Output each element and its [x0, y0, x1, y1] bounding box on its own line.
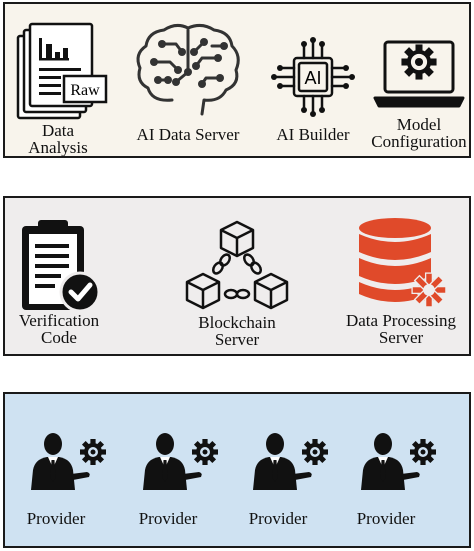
- ai-builder-label: AI Builder: [263, 126, 363, 143]
- item-ai-builder: AI AI Builder: [263, 37, 363, 143]
- model-configuration-label: Model Configuration: [367, 116, 471, 150]
- ai-data-server-label: AI Data Server: [123, 126, 253, 143]
- item-verification-code: Verification Code: [7, 218, 111, 346]
- provider-icon: [249, 430, 329, 494]
- data-analysis-icon: Raw: [16, 22, 108, 120]
- ai-data-server-label-line1: AI Data Server: [136, 125, 240, 144]
- provider-label-3: Provider: [248, 509, 308, 528]
- data-analysis-label-line1: Data: [41, 121, 75, 140]
- item-data-analysis: Raw Data Analysis: [11, 22, 113, 156]
- data-processing-server-label-line2: Server: [378, 328, 424, 347]
- blockchain-server-label: Blockchain Server: [181, 314, 293, 348]
- item-model-configuration: Model Configuration: [367, 32, 471, 150]
- provider-icon: [27, 430, 107, 494]
- provider-item-1: Provider: [17, 430, 117, 527]
- ai-chip-text: AI: [304, 68, 321, 88]
- verification-code-label-line1: Verification: [18, 311, 100, 330]
- provider-item-3: Provider: [239, 430, 339, 527]
- provider-label-2: Provider: [138, 509, 198, 528]
- provider-label-1: Provider: [26, 509, 86, 528]
- model-configuration-label-line1: Model: [396, 115, 442, 134]
- ai-builder-label-line1: AI Builder: [276, 125, 350, 144]
- provider-label-4: Provider: [356, 509, 416, 528]
- provider-item-4: Provider: [347, 430, 447, 527]
- blockchain-server-label-line2: Server: [214, 330, 260, 349]
- ai-chip-icon: AI: [271, 37, 355, 117]
- raw-badge-text: Raw: [70, 82, 100, 99]
- database-gear-icon: [359, 218, 447, 308]
- blockchain-icon: [185, 220, 289, 310]
- data-processing-server-label: Data Processing Server: [335, 312, 467, 346]
- data-analysis-label-line2: Analysis: [28, 138, 88, 157]
- verification-code-label-line2: Code: [41, 328, 77, 347]
- data-analysis-label: Data Analysis: [3, 122, 113, 156]
- verification-code-label: Verification Code: [7, 312, 111, 346]
- top-panel: Raw Data Analysis: [3, 2, 471, 158]
- provider-item-2: Provider: [129, 430, 229, 527]
- data-processing-server-label-line1: Data Processing: [345, 311, 456, 330]
- blockchain-server-label-line1: Blockchain: [198, 313, 276, 332]
- bottom-panel: Provider Provider Provider Provider: [3, 392, 471, 548]
- item-data-processing-server: Data Processing Server: [335, 216, 467, 346]
- laptop-gear-icon: [373, 40, 465, 108]
- ai-brain-icon: [136, 23, 240, 116]
- model-configuration-label-line2: Configuration: [371, 132, 467, 151]
- item-blockchain-server: Blockchain Server: [181, 220, 293, 348]
- provider-icon: [357, 430, 437, 494]
- middle-panel: Verification Code: [3, 196, 471, 356]
- clipboard-check-icon: [22, 220, 101, 313]
- item-ai-data-server: AI Data Server: [123, 22, 253, 143]
- provider-icon: [139, 430, 219, 494]
